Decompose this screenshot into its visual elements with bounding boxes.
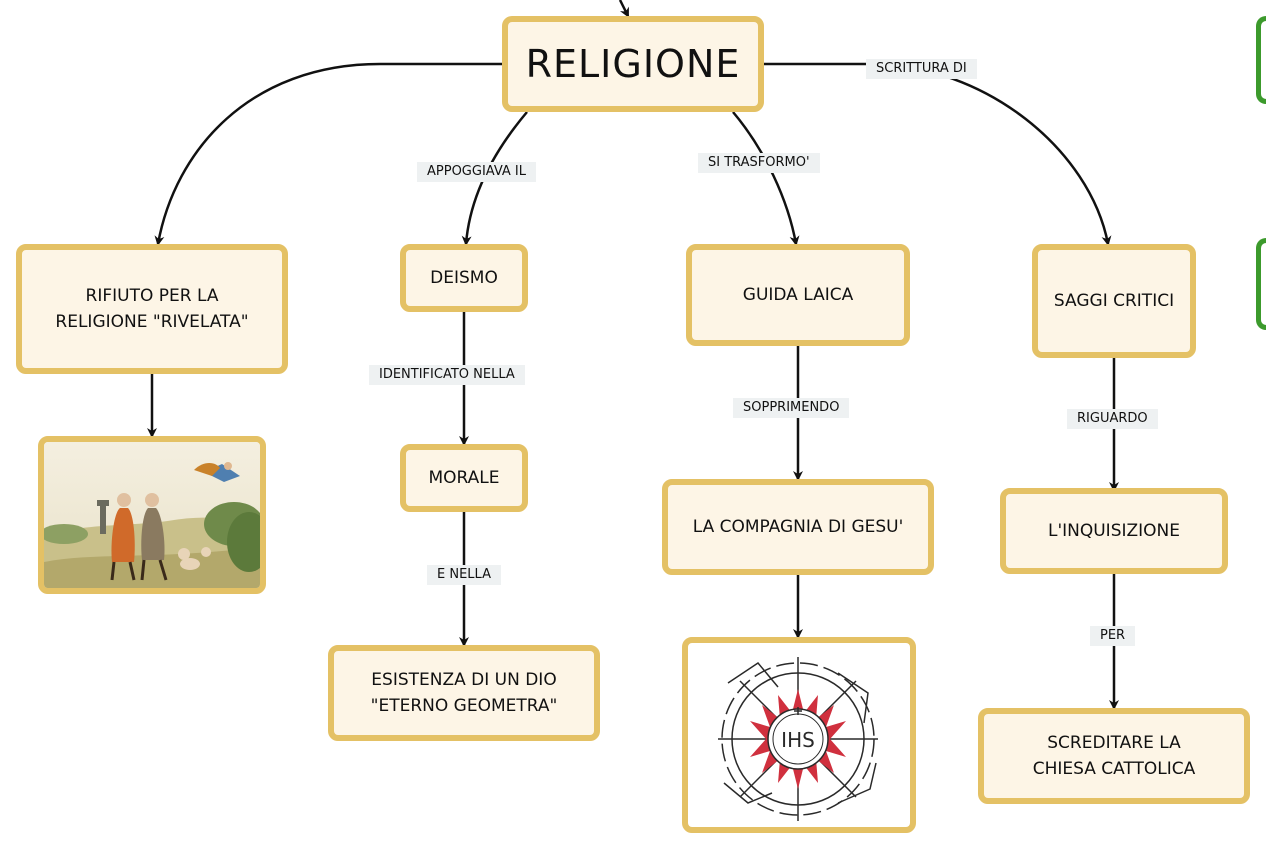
node-compagnia-text: LA COMPAGNIA DI GESU' [692,517,904,537]
edge-religione-guida [732,111,800,246]
node-saggi-critici[interactable]: SAGGI CRITICI [1032,244,1196,358]
philosophers-illustration [44,442,260,588]
node-image-philosophers[interactable] [38,436,266,594]
node-religione-text: RELIGIONE [525,42,741,86]
node-screditare[interactable]: SCREDITARE LA CHIESA CATTOLICA [978,708,1250,804]
node-religione[interactable]: RELIGIONE [502,16,764,112]
node-morale-text: MORALE [428,468,500,488]
link-label-riguardo: RIGUARDO [1067,409,1158,429]
node-rifiuto[interactable]: RIFIUTO PER LA RELIGIONE "RIVELATA" [16,244,288,374]
node-inquisizione[interactable]: L'INQUISIZIONE [1000,488,1228,574]
link-label-sopprimendo: SOPPRIMENDO [733,398,850,418]
edge-religione-rifiuto [154,62,504,246]
node-guida-laica-text: GUIDA LAICA [742,285,854,305]
ihs-emblem-icon: IHS [718,657,878,821]
edge-incoming [618,0,630,18]
node-compagnia-di-gesu[interactable]: LA COMPAGNIA DI GESU' [662,479,934,575]
node-image-ihs-emblem[interactable]: IHS [682,637,916,833]
node-guida-laica[interactable]: GUIDA LAICA [686,244,910,346]
link-label-identificato-nella: IDENTIFICATO NELLA [369,365,525,385]
link-label-si-trasformo: SI TRASFORMO' [698,153,820,173]
link-label-scrittura-di: SCRITTURA DI [866,59,977,79]
node-esistenza-text: ESISTENZA DI UN DIO "ETERNO GEOMETRA" [370,670,558,716]
link-label-per: PER [1090,626,1136,646]
node-deismo-text: DEISMO [430,268,498,288]
node-saggi-critici-text: SAGGI CRITICI [1053,291,1175,311]
node-deismo[interactable]: DEISMO [400,244,528,312]
side-node-middle-partial[interactable] [1256,238,1266,330]
node-rifiuto-text: RIFIUTO PER LA RELIGIONE "RIVELATA" [55,286,249,332]
ihs-monogram: IHS [781,728,815,752]
node-screditare-text: SCREDITARE LA CHIESA CATTOLICA [1032,733,1196,779]
node-morale[interactable]: MORALE [400,444,528,512]
side-node-top-partial[interactable] [1256,16,1266,104]
node-esistenza-dio[interactable]: ESISTENZA DI UN DIO "ETERNO GEOMETRA" [328,645,600,741]
node-inquisizione-text: L'INQUISIZIONE [1047,521,1180,541]
link-label-appoggiava-il: APPOGGIAVA IL [417,162,537,182]
link-label-e-nella: E NELLA [427,565,501,585]
